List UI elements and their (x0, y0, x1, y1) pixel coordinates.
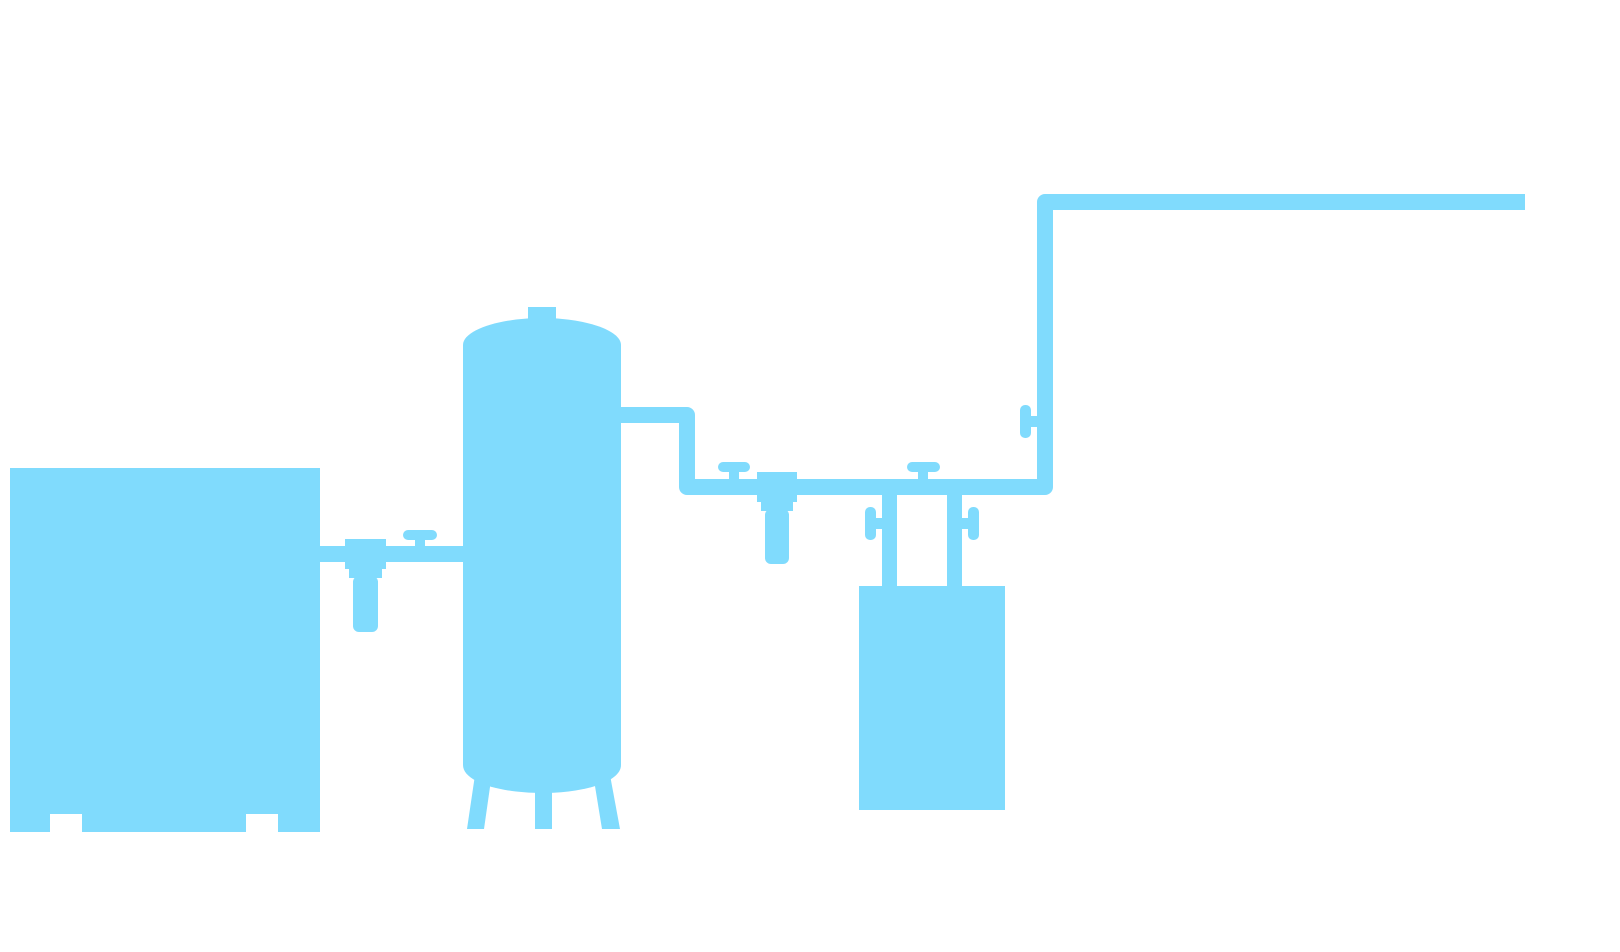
valve-icon (961, 507, 979, 540)
inline-filter-2 (757, 472, 797, 564)
compressor-to-tank-pipe (318, 546, 466, 562)
valve-icon (865, 507, 883, 540)
receiver-tank (463, 307, 621, 829)
valve-icon (907, 462, 940, 480)
inline-filter-1 (345, 539, 386, 632)
valve-icon (1020, 405, 1038, 438)
dryer-outlet-pipe (947, 490, 962, 588)
main-distribution-pipe (619, 194, 1525, 495)
dryer-inlet-pipe (882, 490, 897, 588)
piping (318, 194, 1525, 588)
tank-leg (594, 775, 620, 829)
tank-leg (535, 785, 552, 829)
air-compressor (10, 468, 320, 832)
valve-icon (403, 530, 437, 547)
air-dryer (859, 586, 1005, 810)
tank-leg (467, 775, 491, 829)
valve-icon (718, 462, 750, 480)
